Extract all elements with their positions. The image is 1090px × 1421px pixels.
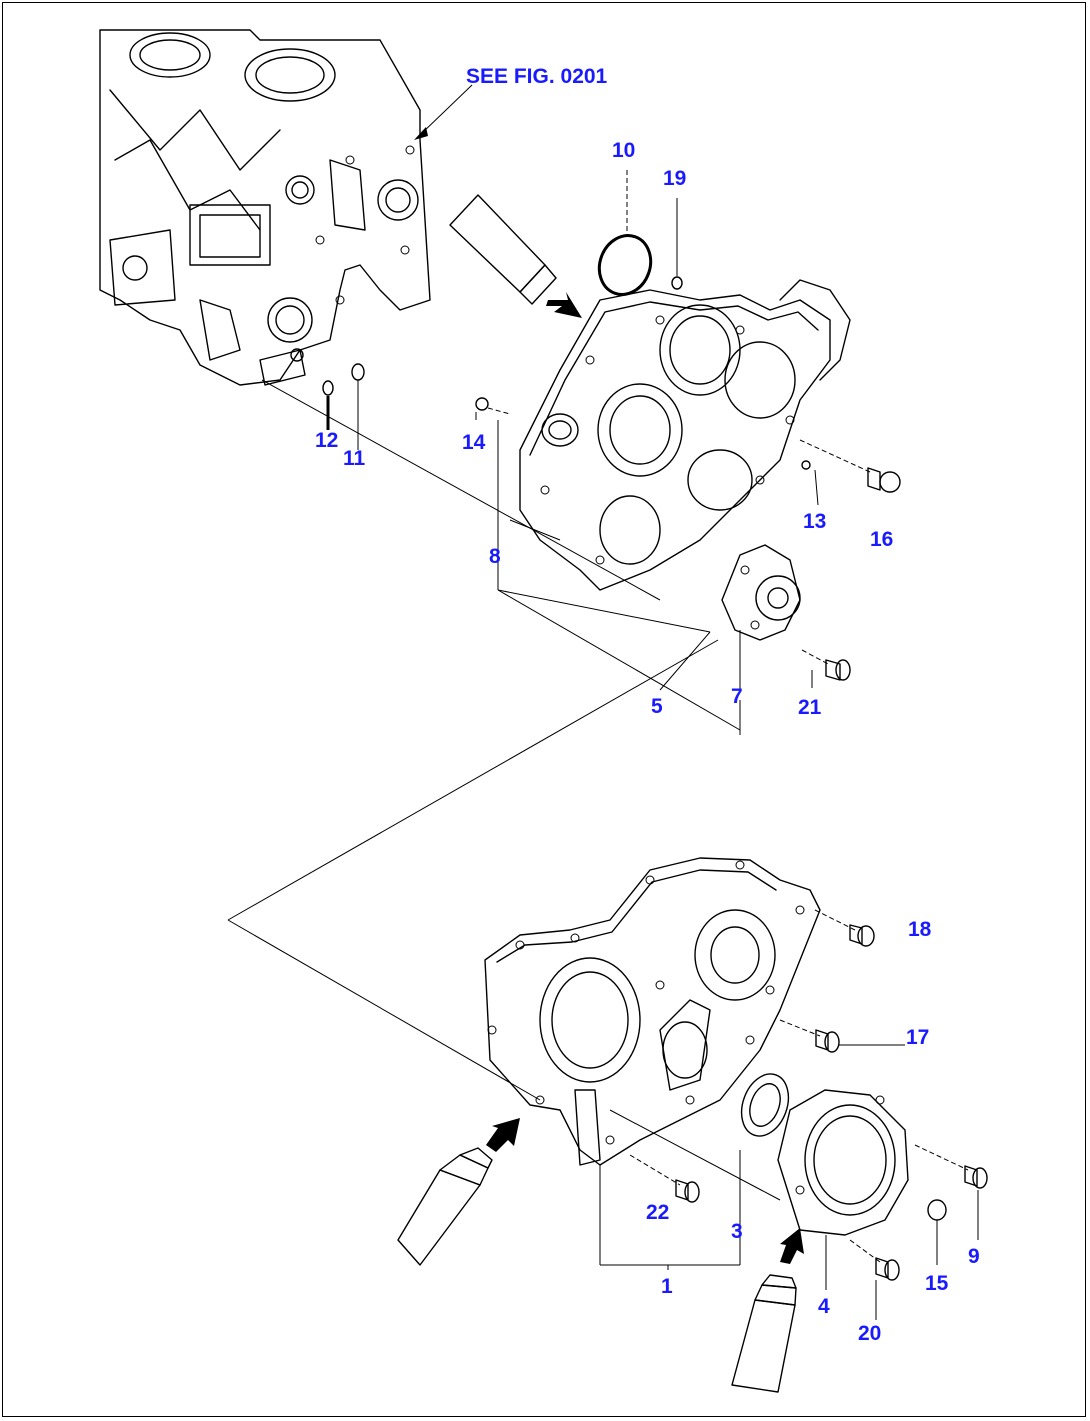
cylinder-block bbox=[99, 29, 473, 386]
bolt-20 bbox=[849, 1239, 900, 1320]
callout-4: 4 bbox=[818, 1295, 830, 1318]
callout-5: 5 bbox=[651, 695, 663, 718]
sealant-tube-right bbox=[731, 1228, 804, 1393]
reference-label: SEE FIG. 0201 bbox=[466, 65, 608, 88]
callout-3: 3 bbox=[731, 1220, 743, 1243]
bolt-17 bbox=[779, 1019, 905, 1053]
leader-lines-lower bbox=[599, 1109, 781, 1270]
callout-15: 15 bbox=[925, 1272, 949, 1295]
callout-17: 17 bbox=[906, 1026, 930, 1049]
callout-22: 22 bbox=[646, 1201, 670, 1224]
nut-15 bbox=[927, 1199, 947, 1265]
callout-19: 19 bbox=[663, 167, 687, 190]
callout-13: 13 bbox=[803, 510, 827, 533]
o-ring-19 bbox=[671, 198, 683, 290]
bolt-14 bbox=[475, 397, 511, 420]
callout-14: 14 bbox=[462, 431, 486, 454]
callout-11: 11 bbox=[343, 447, 366, 470]
gear-case bbox=[519, 279, 851, 591]
callout-10: 10 bbox=[612, 139, 636, 162]
bolt-18 bbox=[814, 909, 875, 947]
callout-1: 1 bbox=[661, 1275, 673, 1298]
callout-21: 21 bbox=[798, 696, 822, 719]
callout-20: 20 bbox=[858, 1322, 882, 1345]
o-ring-11 bbox=[351, 363, 365, 450]
oil-seal-3 bbox=[739, 1073, 790, 1220]
o-ring-10 bbox=[597, 170, 653, 296]
front-cover bbox=[484, 857, 821, 1166]
sealant-tube-top bbox=[449, 194, 582, 318]
callout-8: 8 bbox=[489, 545, 501, 568]
bolt-22 bbox=[629, 1154, 700, 1203]
bolt-9 bbox=[914, 1144, 988, 1240]
callout-18: 18 bbox=[908, 918, 932, 941]
sealant-tube-left bbox=[397, 1118, 520, 1266]
callout-9: 9 bbox=[968, 1245, 980, 1268]
oil-pump-7 bbox=[721, 544, 801, 690]
bolt-16 bbox=[799, 439, 901, 493]
plug-13 bbox=[801, 460, 819, 506]
callout-12: 12 bbox=[315, 429, 339, 452]
callout-7: 7 bbox=[731, 685, 743, 708]
seal-retainer-4 bbox=[777, 1089, 909, 1290]
bolt-21 bbox=[801, 649, 851, 688]
callout-16: 16 bbox=[870, 528, 894, 551]
o-ring-12 bbox=[322, 380, 334, 430]
leader-lines-upper bbox=[227, 379, 741, 1101]
